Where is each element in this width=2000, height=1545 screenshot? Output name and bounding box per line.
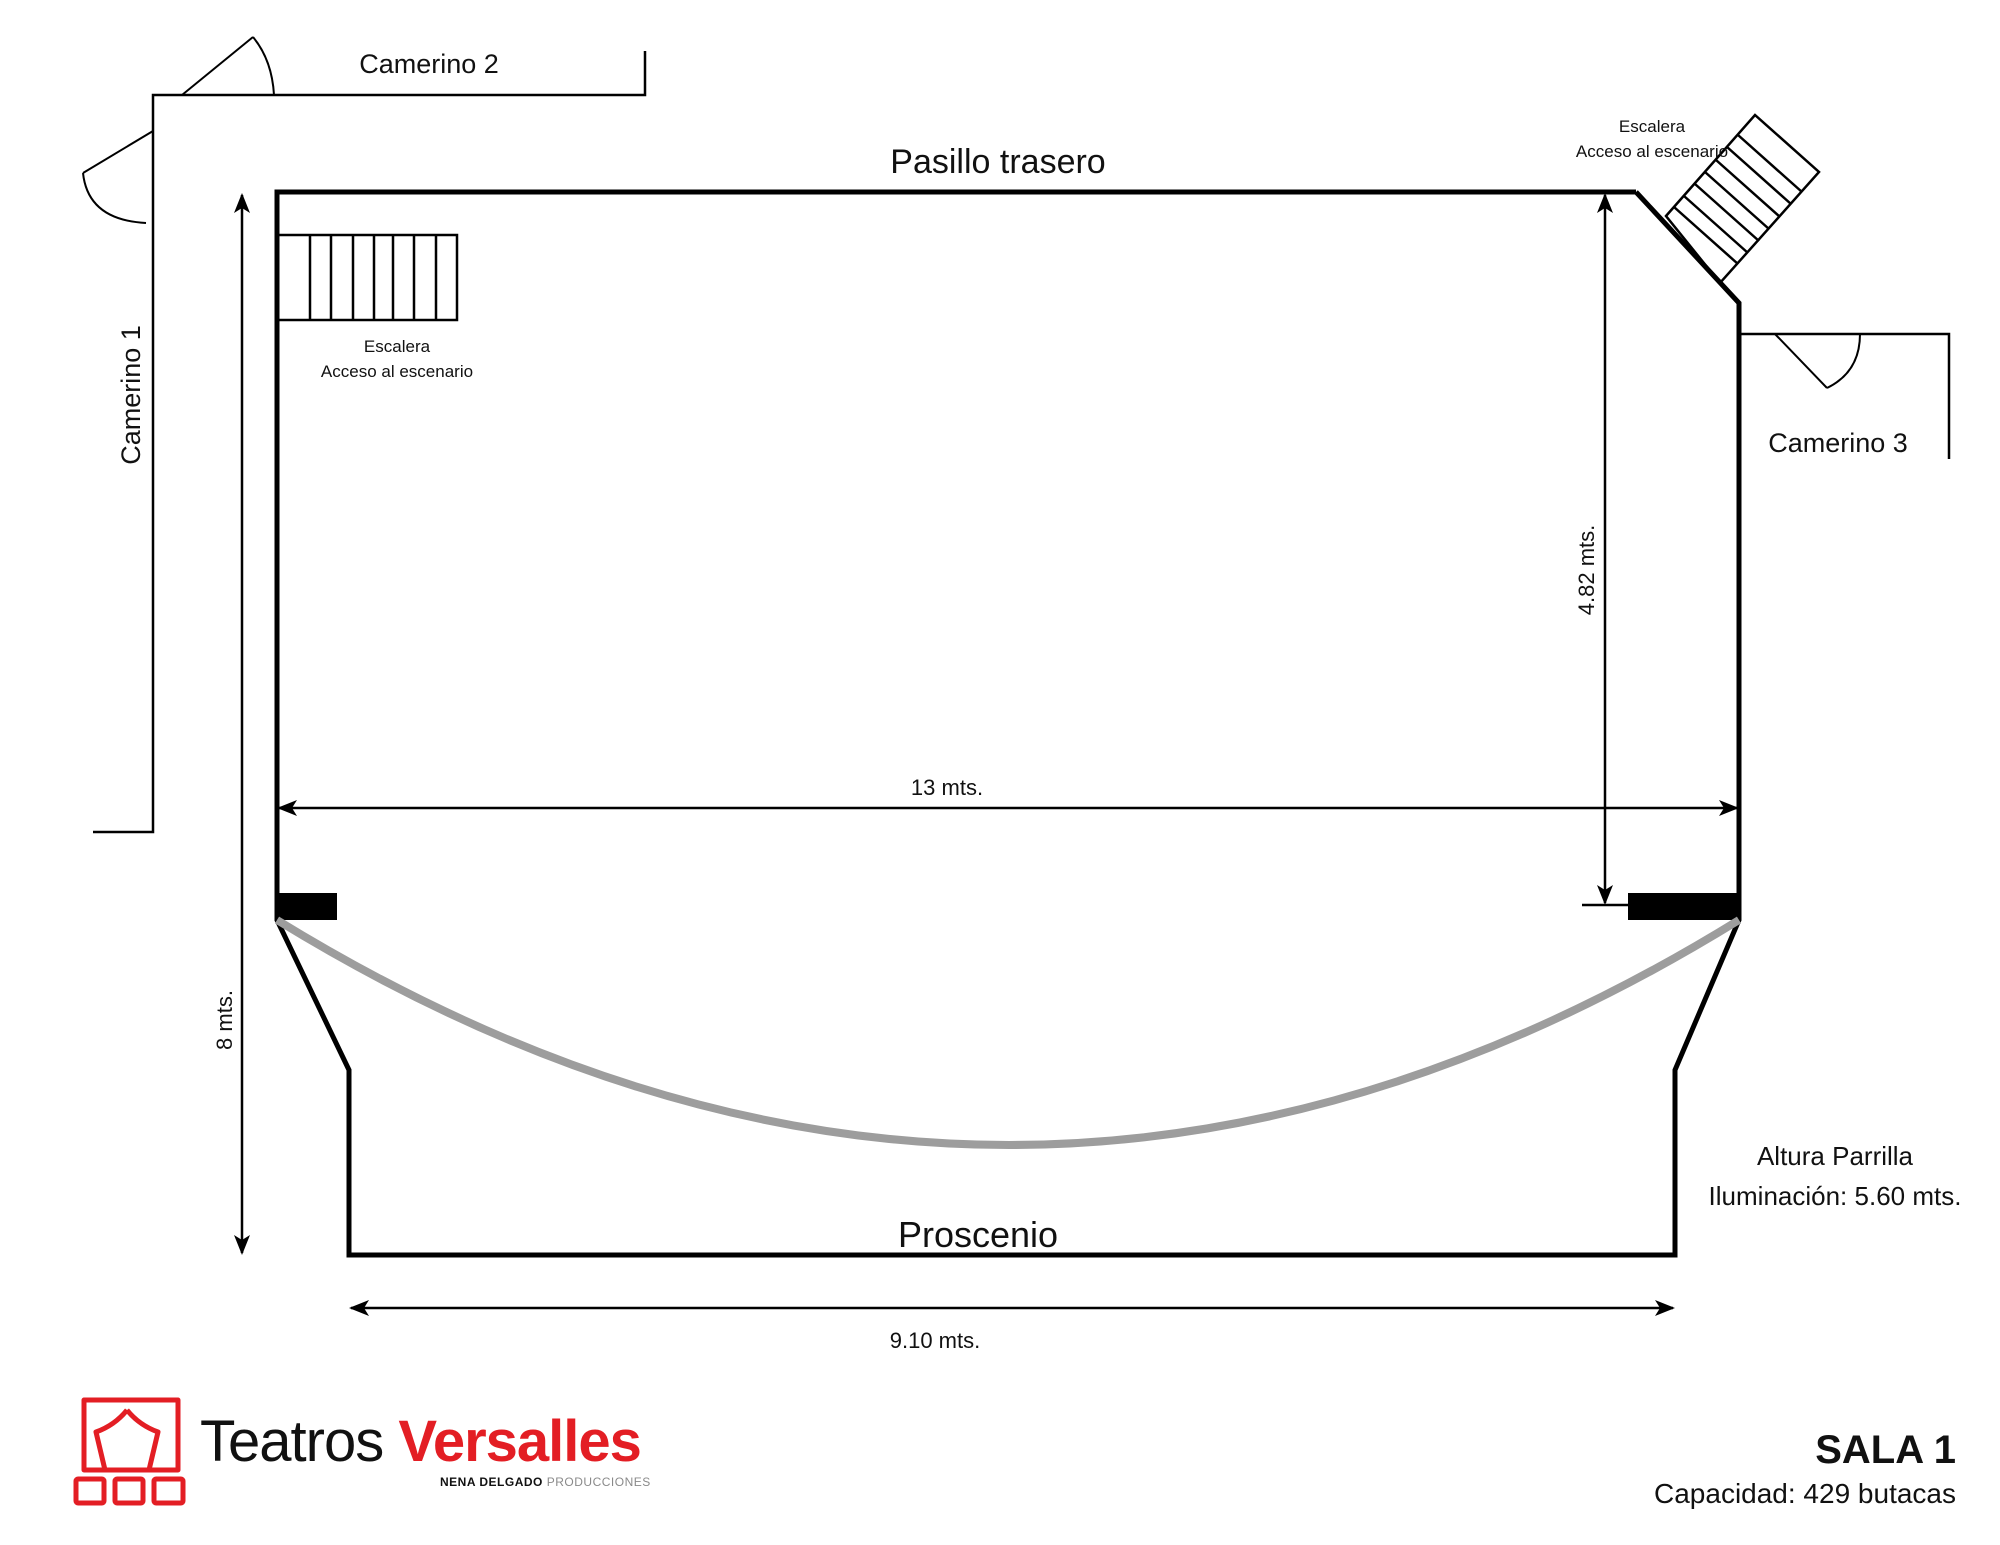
label-camerino-2: Camerino 2 — [359, 49, 499, 79]
brand-name-light: Teatros — [200, 1409, 384, 1474]
dim-label-910: 9.10 mts. — [890, 1328, 980, 1353]
stair-left-label-2: Acceso al escenario — [321, 362, 473, 381]
dimension-lines — [234, 193, 1739, 1316]
dim-label-482: 4.82 mts. — [1574, 525, 1599, 615]
dressing-room-walls — [93, 51, 1951, 834]
label-camerino-3: Camerino 3 — [1768, 428, 1908, 458]
stair-right-label-2: Acceso al escenario — [1576, 142, 1728, 161]
door-icon-camerino-1 — [82, 130, 154, 224]
proscenium-pillar-right — [1628, 893, 1740, 920]
dim-label-13m: 13 mts. — [911, 775, 983, 800]
brand-name-bold: Versalles — [398, 1409, 642, 1474]
brand-sub-light: PRODUCCIONES — [546, 1475, 651, 1489]
grid-height-label-2: Iluminación: 5.60 mts. — [1709, 1181, 1962, 1211]
grid-height-label-1: Altura Parrilla — [1757, 1141, 1914, 1171]
dim-label-8m: 8 mts. — [212, 990, 237, 1050]
brand-subtitle: NENA DELGADO PRODUCCIONES — [440, 1475, 651, 1489]
camerino-1-2-wall — [93, 51, 647, 834]
door-icons — [82, 36, 1861, 389]
stair-icon-left — [274, 233, 459, 322]
brand-wordmark: Teatros Versalles — [200, 1409, 642, 1474]
stair-icon-right — [1664, 113, 1821, 285]
door-icon-camerino-3 — [1774, 333, 1861, 389]
camerino-3-wall — [1741, 332, 1951, 459]
brand-sub-bold: NENA DELGADO — [440, 1475, 543, 1489]
sala-capacity: Capacidad: 429 butacas — [1654, 1478, 1956, 1509]
label-camerino-1: Camerino 1 — [116, 325, 146, 465]
door-icon-camerino-2 — [181, 36, 275, 96]
sala-title: SALA 1 — [1815, 1428, 1956, 1472]
label-proscenio: Proscenio — [898, 1214, 1058, 1255]
label-pasillo-trasero: Pasillo trasero — [890, 143, 1105, 181]
proscenium-curve — [274, 916, 1742, 1149]
proscenium-pillar-left — [275, 893, 337, 920]
stage-outline — [274, 189, 1742, 1258]
theatre-curtain-logo-icon — [73, 1397, 186, 1506]
stair-right-label-1: Escalera — [1619, 117, 1686, 136]
stair-left-label-1: Escalera — [364, 337, 431, 356]
